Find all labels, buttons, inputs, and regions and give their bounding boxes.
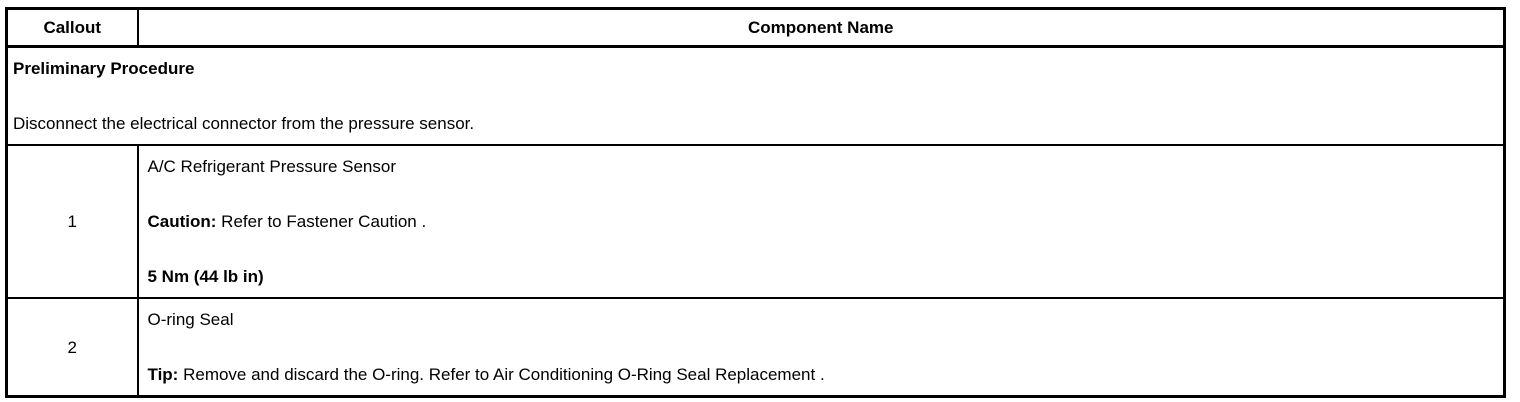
preliminary-procedure-cell: Preliminary Procedure Disconnect the ele… bbox=[5, 45, 1506, 146]
caution-text: Refer to Fastener Caution . bbox=[216, 212, 427, 231]
caution-note: Caution: Refer to Fastener Caution . bbox=[148, 211, 1495, 232]
callout-number-2: 2 bbox=[5, 297, 139, 398]
torque-spec: 5 Nm (44 lb in) bbox=[147, 267, 264, 286]
table-row-2: 2 O-ring Seal Tip: Remove and discard th… bbox=[5, 297, 1506, 398]
preliminary-procedure-instruction: Disconnect the electrical connector from… bbox=[13, 114, 475, 133]
caution-label: Caution: bbox=[147, 212, 217, 231]
tip-label: Tip: bbox=[147, 365, 179, 384]
callout-number-1: 1 bbox=[5, 144, 139, 299]
callout-column-header: Callout bbox=[5, 7, 139, 48]
table-row-1: 1 A/C Refrigerant Pressure Sensor Cautio… bbox=[5, 144, 1506, 299]
component-cell-1: A/C Refrigerant Pressure Sensor Caution:… bbox=[136, 144, 1506, 299]
table-header-row: Callout Component Name bbox=[5, 7, 1506, 48]
tip-note: Tip: Remove and discard the O-ring. Refe… bbox=[148, 364, 1495, 385]
component-name-column-header: Component Name bbox=[136, 7, 1506, 48]
preliminary-procedure-title: Preliminary Procedure bbox=[13, 59, 195, 78]
component-name-1: A/C Refrigerant Pressure Sensor bbox=[147, 157, 397, 176]
preliminary-procedure-row: Preliminary Procedure Disconnect the ele… bbox=[5, 45, 1506, 146]
component-name-2: O-ring Seal bbox=[147, 310, 234, 329]
component-table: Callout Component Name Preliminary Proce… bbox=[5, 7, 1506, 398]
tip-text: Remove and discard the O-ring. Refer to … bbox=[178, 365, 825, 384]
component-cell-2: O-ring Seal Tip: Remove and discard the … bbox=[136, 297, 1506, 398]
